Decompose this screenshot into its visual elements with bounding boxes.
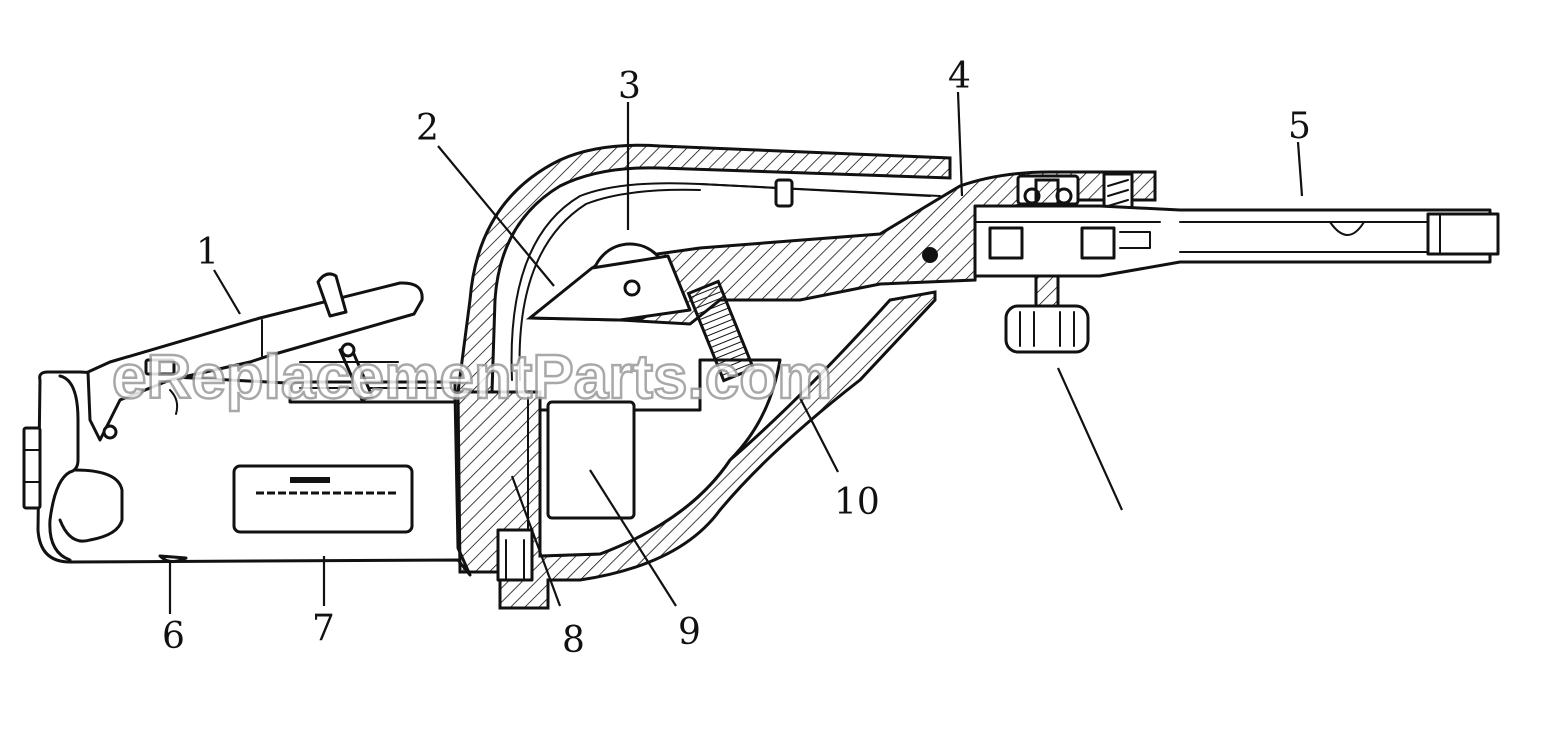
callout-4: 4 bbox=[948, 56, 971, 97]
handle-body bbox=[22, 370, 472, 577]
name-plate bbox=[232, 464, 414, 534]
leader-4 bbox=[956, 91, 964, 197]
leader-8 bbox=[510, 475, 562, 607]
callout-10: 10 bbox=[834, 482, 880, 523]
leader-9 bbox=[589, 469, 677, 607]
leader-knob bbox=[1056, 367, 1124, 511]
belt-arm bbox=[525, 170, 1157, 383]
callout-6: 6 bbox=[162, 616, 185, 657]
leader-5 bbox=[1296, 141, 1304, 197]
callout-9: 9 bbox=[678, 612, 701, 653]
throttle-lever bbox=[86, 272, 424, 442]
air-motor bbox=[546, 400, 636, 520]
leader-10 bbox=[799, 397, 839, 473]
tension-spring bbox=[686, 279, 756, 383]
name-plate-logo bbox=[290, 477, 330, 483]
contact-arm bbox=[973, 204, 1500, 278]
callout-5: 5 bbox=[1288, 106, 1311, 147]
front-housing bbox=[456, 143, 952, 610]
callout-7: 7 bbox=[312, 608, 335, 649]
callout-labels: 1 2 3 4 5 6 7 8 9 10 bbox=[162, 56, 1311, 661]
callout-1: 1 bbox=[196, 232, 219, 273]
callout-2: 2 bbox=[416, 108, 439, 149]
callout-3: 3 bbox=[618, 66, 641, 107]
leader-1 bbox=[213, 269, 241, 315]
leader-2 bbox=[437, 145, 555, 287]
leader-lines bbox=[168, 91, 1304, 614]
callout-8: 8 bbox=[562, 620, 585, 661]
watermark-text: eReplacementParts.com bbox=[112, 343, 832, 412]
